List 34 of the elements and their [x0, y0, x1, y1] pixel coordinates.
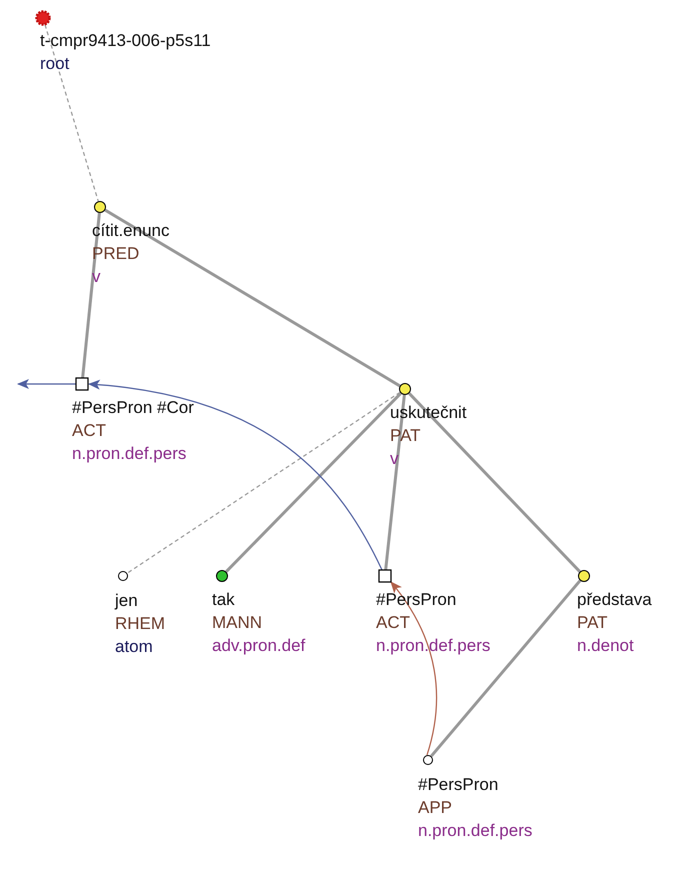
node-label: tak	[212, 589, 236, 611]
node-label: jen	[115, 590, 139, 612]
node-label: uskutečnit	[390, 402, 467, 424]
edge-line	[430, 580, 582, 758]
edge-line	[104, 208, 401, 388]
functor-label: APP	[418, 797, 454, 819]
edge-line	[88, 380, 383, 570]
type-label: atom	[115, 636, 154, 658]
functor-label: MANN	[212, 612, 264, 634]
edge-line	[225, 392, 402, 573]
edge-line	[408, 392, 581, 573]
type-label: v	[390, 448, 400, 470]
functor-label: root	[40, 53, 70, 75]
type-label: n.pron.def.pers	[418, 820, 532, 842]
type-label: n.pron.def.pers	[72, 443, 188, 465]
functor-label: PAT	[577, 612, 609, 634]
dashed-edge	[44, 24, 99, 202]
functor-label: PRED	[92, 243, 140, 265]
node-label: cítit.enunc	[92, 220, 170, 242]
type-label: n.denot	[577, 635, 635, 657]
node-label: představa	[577, 589, 652, 611]
functor-label: PAT	[390, 425, 422, 447]
node-label: t-cmpr9413-006-p5s11	[40, 30, 211, 52]
node-label: #PersPron	[418, 774, 500, 796]
edge-line	[17, 379, 76, 389]
dashed-edge	[126, 392, 400, 574]
functor-label: RHEM	[115, 613, 166, 635]
functor-label: ACT	[72, 420, 107, 442]
edge-line	[384, 394, 406, 570]
type-label: adv.pron.def	[212, 635, 306, 657]
edge-line	[81, 212, 101, 378]
functor-label: ACT	[376, 612, 411, 634]
type-label: v	[92, 266, 102, 288]
node-label: #PersPron #Cor	[72, 397, 194, 419]
